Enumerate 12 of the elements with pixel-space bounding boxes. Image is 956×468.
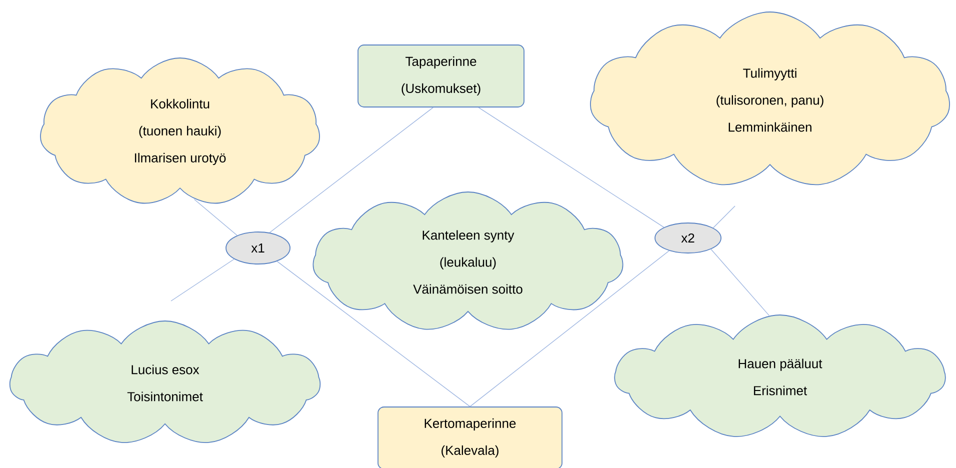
- connector-line: [194, 199, 238, 236]
- connector-line: [478, 107, 664, 228]
- connector-line: [276, 260, 470, 407]
- connector-line: [710, 248, 770, 316]
- rounded-box: Tapaperinne (Uskomukset): [358, 44, 524, 108]
- rounded-box: Kertomaperinne (Kalevala): [378, 406, 562, 468]
- oval-badge: x2: [654, 222, 722, 254]
- connector-line: [269, 107, 434, 233]
- connector-line: [470, 250, 670, 407]
- connector-line: [712, 206, 736, 228]
- oval-badge: x1: [226, 232, 290, 264]
- connector-line: [170, 258, 234, 302]
